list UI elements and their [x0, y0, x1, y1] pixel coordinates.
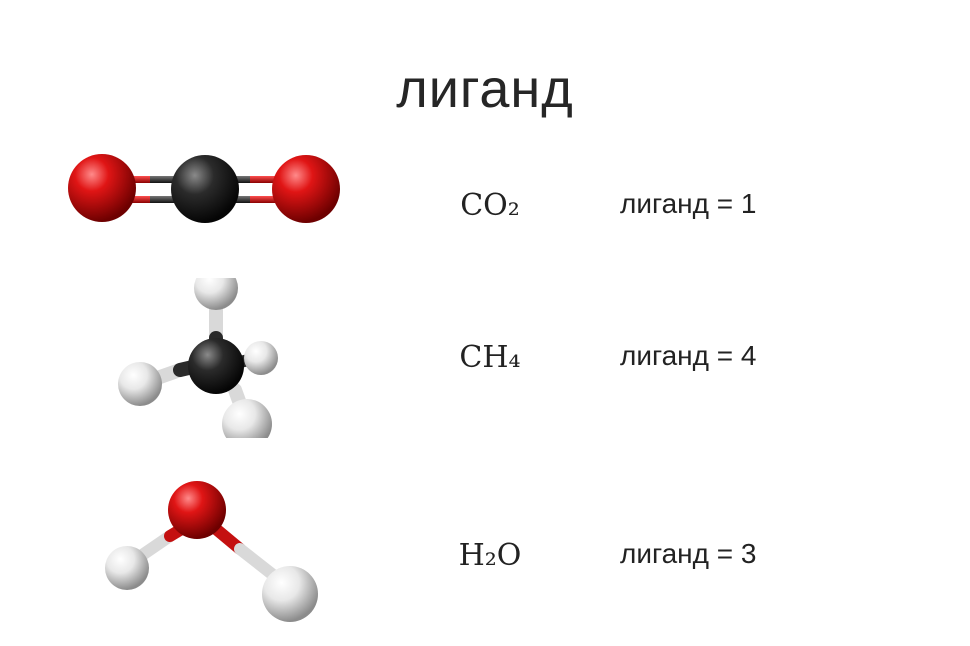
carbon-atom — [188, 338, 244, 394]
molecule-formula: CO₂ — [460, 188, 520, 223]
molecule-row-co2: CO₂ лиганд = 1 — [0, 126, 970, 286]
hydrogen-atom — [194, 278, 238, 310]
carbon-atom — [171, 155, 239, 223]
ligand-count-label: лиганд = 4 — [620, 340, 757, 371]
ch4-ball-and-stick-model — [118, 278, 278, 438]
hydrogen-atom — [244, 341, 278, 375]
page-title: лиганд — [396, 59, 574, 119]
ligand-count-label: лиганд = 1 — [620, 188, 757, 219]
molecule-formula: CH₄ — [459, 340, 521, 375]
co2-ball-and-stick-model — [68, 154, 340, 223]
oxygen-atom — [68, 154, 136, 222]
molecule-formula: H₂O — [458, 538, 522, 573]
hydrogen-atom — [222, 399, 272, 438]
oxygen-atom — [168, 481, 226, 539]
oxygen-atom — [272, 155, 340, 223]
hydrogen-atom — [118, 362, 162, 406]
molecule-row-h2o: H₂O лиганд = 3 — [0, 474, 970, 634]
molecule-row-ch4: CH₄ лиганд = 4 — [0, 278, 970, 438]
hydrogen-atom — [105, 546, 149, 590]
h2o-ball-and-stick-model — [105, 481, 318, 622]
ligand-count-label: лиганд = 3 — [620, 538, 757, 569]
hydrogen-atom — [262, 566, 318, 622]
